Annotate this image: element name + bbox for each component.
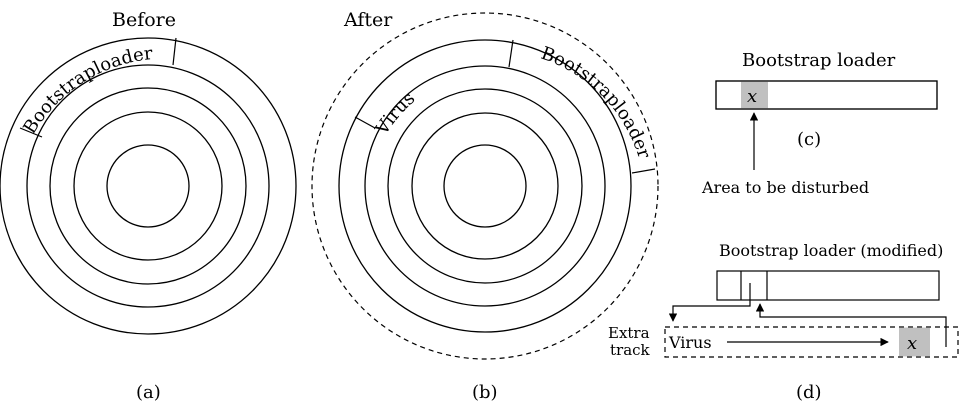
- sector-boundary: [172, 37, 177, 66]
- sector-boundary: [631, 168, 656, 174]
- panel-c-caption: (c): [797, 129, 821, 150]
- bootstrap-loader-outline: [715, 80, 938, 110]
- panel-a-title: Before: [112, 9, 176, 31]
- panel-d-caption: (d): [796, 382, 822, 403]
- panel-d: Bootstrap loader (modified) x Virus Extr…: [608, 241, 959, 403]
- disk-track: [73, 111, 223, 261]
- disk-hub: [106, 144, 190, 228]
- extra-track-label-line1: Extra: [608, 324, 650, 342]
- extra-track-label-line2: track: [610, 341, 651, 359]
- panel-d-title: Bootstrap loader (modified): [719, 241, 943, 260]
- relocated-cell: [899, 327, 930, 357]
- virus-label: Virus: [668, 333, 712, 352]
- disk-track-outer: [0, 37, 297, 335]
- disk-after: [311, 12, 659, 360]
- panel-b: After Virus Bootstraploader (b): [311, 9, 659, 403]
- bootstrap-sector-label: Bootstraploader: [538, 43, 654, 161]
- disk-track-outer: [338, 39, 632, 333]
- disk-hub: [443, 144, 527, 228]
- panel-b-title: After: [343, 9, 393, 31]
- jump-to-virus-arrow: [668, 283, 751, 322]
- panel-a: Before Bootstraploader (a): [0, 9, 297, 403]
- return-arrow: [755, 303, 947, 347]
- panel-b-caption: (b): [472, 382, 498, 403]
- disturbed-cell-label: x: [747, 86, 757, 107]
- bootstrap-sector-label: Bootstraploader: [19, 43, 154, 138]
- sector-boundary: [19, 127, 43, 138]
- disk-track: [411, 112, 559, 260]
- disk-track: [387, 88, 583, 284]
- disturbed-cell: [741, 81, 768, 109]
- panel-c: Bootstrap loader x Area to be disturbed …: [701, 50, 938, 197]
- disk-before: [0, 37, 297, 335]
- area-note: Area to be disturbed: [701, 178, 869, 197]
- disk-track: [49, 87, 247, 285]
- sector-boundary: [354, 116, 376, 129]
- relocated-cell-label: x: [907, 333, 917, 354]
- extra-track-dashed: [311, 12, 659, 360]
- sector-boundary: [508, 39, 514, 68]
- panel-a-caption: (a): [136, 382, 161, 403]
- disk-track: [364, 65, 606, 307]
- disk-track: [26, 64, 270, 308]
- panel-c-title: Bootstrap loader: [742, 50, 896, 71]
- extra-track-box: [664, 326, 959, 358]
- modified-loader-block: [716, 270, 940, 301]
